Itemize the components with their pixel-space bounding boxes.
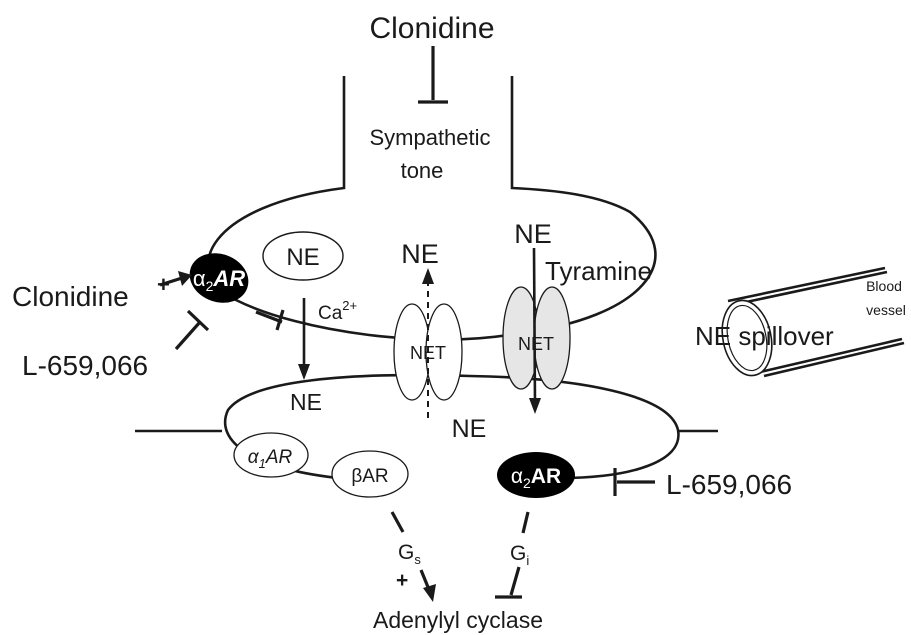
ne-spillover-label: NE spillover bbox=[695, 321, 834, 351]
ne-vesicle-label: NE bbox=[286, 244, 319, 271]
beta-receptor bbox=[331, 450, 409, 498]
postsynaptic-alpha2-label: α2AR bbox=[511, 465, 561, 491]
plus-left-label: + bbox=[157, 272, 170, 297]
ca-label: Ca2+ bbox=[318, 298, 357, 324]
ne-uptake-label: NE bbox=[514, 219, 552, 249]
presynaptic-neuron-membrane bbox=[207, 76, 657, 341]
alpha1-label: α1AR bbox=[248, 447, 293, 471]
net-left-label: NET bbox=[410, 343, 446, 363]
blood-vessel-label-1: Blood bbox=[866, 278, 902, 294]
sympathetic-tone-line2: tone bbox=[401, 158, 444, 183]
sympathetic-tone-line1: Sympathetic bbox=[369, 125, 490, 150]
adenylyl-cyclase-label: Adenylyl cyclase bbox=[373, 607, 543, 633]
clonidine-left-label: Clonidine bbox=[12, 281, 129, 312]
blood-vessel bbox=[721, 266, 905, 378]
beta-to-gs-line bbox=[390, 511, 405, 533]
ca-arrow-head bbox=[298, 364, 310, 380]
presynaptic-alpha2-receptor bbox=[189, 253, 249, 303]
ne-post-left-label: NE bbox=[290, 389, 322, 415]
ne-uptake-arrow bbox=[532, 247, 537, 406]
presynaptic-alpha2-label: α2AR bbox=[193, 266, 245, 294]
ne-uptake-arrow-head bbox=[529, 398, 541, 414]
l659-left-label: L-659,066 bbox=[22, 350, 148, 381]
net-transporter-right bbox=[502, 286, 571, 390]
gi-inhibit-line bbox=[509, 566, 521, 596]
net-transporter-left bbox=[393, 303, 463, 401]
alpha1-receptor bbox=[233, 432, 309, 478]
alpha2-to-gi-line bbox=[521, 511, 530, 534]
alpha2-inhibit-ca-bar bbox=[275, 309, 285, 331]
postsynaptic-alpha2-receptor bbox=[497, 452, 575, 498]
gi-label: Gi bbox=[510, 542, 529, 568]
ne-efflux-arrow-head bbox=[422, 268, 434, 284]
plus-gs-label: + bbox=[396, 569, 408, 592]
alpha2-inhibit-ca-line bbox=[255, 310, 283, 324]
l659-left-inhibit-bar bbox=[186, 309, 210, 332]
clonidine-activate-arrow-head bbox=[178, 271, 192, 286]
clonidine-activate-arrow bbox=[159, 276, 183, 287]
gs-label: Gs bbox=[398, 541, 421, 567]
blood-vessel-label-2: vessel bbox=[866, 302, 906, 318]
net-right-label: NET bbox=[518, 334, 554, 354]
postsynaptic-cell-membrane bbox=[223, 373, 680, 482]
l659-right-label: L-659,066 bbox=[666, 469, 792, 500]
clonidine-top-label: Clonidine bbox=[369, 12, 494, 45]
ne-post-center-label: NE bbox=[452, 415, 487, 443]
ne-efflux-label: NE bbox=[401, 239, 439, 269]
gs-activate-arrow-head bbox=[423, 584, 436, 602]
ne-vesicle bbox=[262, 231, 344, 281]
l659-left-inhibit-line bbox=[174, 320, 202, 351]
beta-ar-label: βAR bbox=[351, 466, 388, 487]
tyramine-label: Tyramine bbox=[545, 256, 652, 286]
